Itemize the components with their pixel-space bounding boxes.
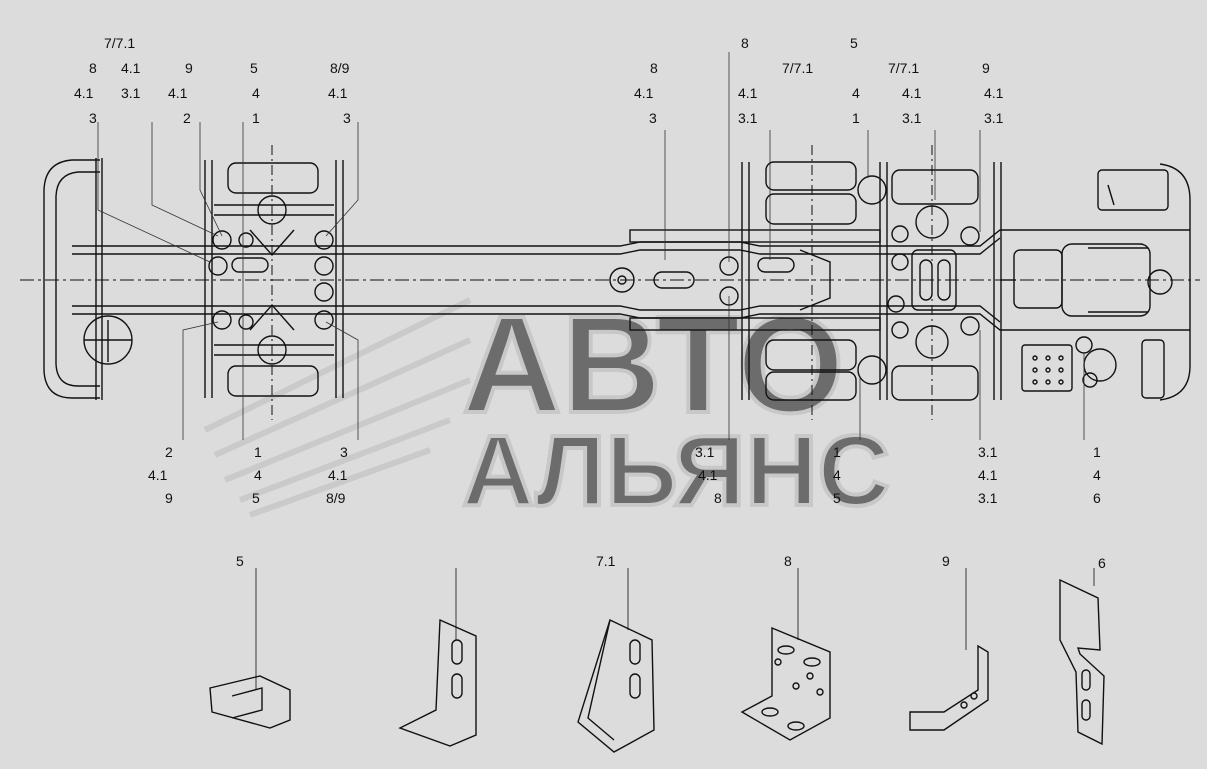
callout-c13-l1: 1 [254,444,262,460]
callout-c8-l3: 3.1 [738,110,758,126]
callout-c3-l1: 9 [185,60,193,76]
callout-c7-l1: 8 [741,35,749,51]
part-7-1-label: 7.1 [596,553,616,569]
part-6 [1059,568,1105,746]
callout-c6-l2: 4.1 [634,85,654,101]
callout-c2-l2: 4.1 [74,85,94,101]
callout-c16-l1: 1 [833,444,841,460]
callout-c10-l3: 3.1 [902,110,922,126]
callout-c11-l2: 4.1 [984,85,1004,101]
watermark-line2: АЛЬЯНС [462,415,890,527]
callout-c17-l1: 3.1 [978,444,998,460]
callout-c13-l2: 4 [254,467,262,483]
callout-c14-l3: 8/9 [326,490,346,506]
callout-c13-l3: 5 [252,490,260,506]
callout-c8-l1: 7/7.1 [782,60,813,76]
part-7 [398,568,477,747]
callout-c10-l1: 7/7.1 [888,60,919,76]
callout-c15-l2: 4.1 [698,467,718,483]
part-7-1 [577,568,655,753]
callout-c12-l2: 4.1 [148,467,168,483]
part-5 [209,568,291,729]
part-5-label: 5 [236,553,244,569]
callout-c8-l2: 4.1 [738,85,758,101]
callout-c16-l3: 5 [833,490,841,506]
callout-c3-l2: 4.1 [168,85,188,101]
callout-c4-l1: 5 [250,60,258,76]
callout-c2-l1: 8 [89,60,97,76]
callout-c9-l2: 4 [852,85,860,101]
callout-c9-l3: 1 [852,110,860,126]
callout-c4-l2: 4 [252,85,260,101]
callout-c15-l3: 8 [714,490,722,506]
callout-c5-l3: 3 [343,110,351,126]
part-8 [740,568,831,741]
callout-c3-l3: 2 [183,110,191,126]
callout-c14-l2: 4.1 [328,467,348,483]
callout-c14-l1: 3 [340,444,348,460]
callout-c4-l3: 1 [252,110,260,126]
callout-c2-l3: 3 [89,110,97,126]
callout-c1-l1: 7/7.1 [104,35,135,51]
callout-c12-l3: 9 [165,490,173,506]
callout-c6-l3: 3 [649,110,657,126]
part-9-label: 9 [942,553,950,569]
callout-c5-l1: 8/9 [330,60,350,76]
chassis-frame [20,145,1200,420]
leader-lines [97,52,1085,440]
callout-c5-l2: 4.1 [328,85,348,101]
callout-c18-l1: 1 [1093,444,1101,460]
callout-c16-l2: 4 [833,467,841,483]
part-6-label: 6 [1098,555,1106,571]
callout-c9-l1: 5 [850,35,858,51]
part-9 [909,568,989,731]
callout-c1-l3: 3.1 [121,85,141,101]
part-8-label: 8 [784,553,792,569]
callout-c6-l1: 8 [650,60,658,76]
callout-c11-l1: 9 [982,60,990,76]
callout-labels: 7/7.1 4.1 3.1 8 4.1 3 9 4.1 2 5 4 1 8/9 … [74,35,1101,506]
callout-c10-l2: 4.1 [902,85,922,101]
callout-c18-l3: 6 [1093,490,1101,506]
callout-c18-l2: 4 [1093,467,1101,483]
callout-c11-l3: 3.1 [984,110,1004,126]
callout-c17-l3: 3.1 [978,490,998,506]
callout-c1-l2: 4.1 [121,60,141,76]
callout-c17-l2: 4.1 [978,467,998,483]
callout-c15-l1: 3.1 [695,444,715,460]
callout-c12-l1: 2 [165,444,173,460]
